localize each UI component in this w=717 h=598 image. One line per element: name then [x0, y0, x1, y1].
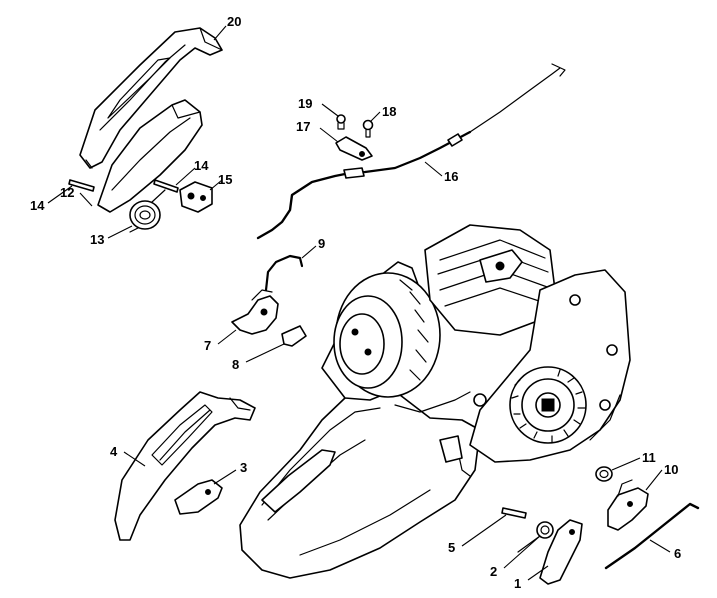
part-4-handle-molding [114, 391, 256, 541]
part-13-spring [129, 189, 166, 233]
callout-16: 16 [444, 169, 458, 184]
part-2-spring [517, 521, 554, 553]
part-16-throttle-cable [256, 63, 566, 240]
part-12-handle-shell [97, 99, 203, 213]
callout-6: 6 [674, 546, 681, 561]
callout-5: 5 [448, 540, 455, 555]
chainsaw-housing [239, 224, 631, 579]
callout-4: 4 [110, 444, 118, 459]
leader-lines [47, 25, 671, 581]
part-20-handle-cover [79, 27, 223, 169]
part-14-pin-right [153, 179, 179, 193]
part-9-wire-rod [264, 254, 304, 292]
part-8-clip [281, 325, 307, 347]
part-18-screw [362, 119, 374, 138]
callout-20: 20 [227, 14, 241, 29]
callout-12: 12 [60, 185, 74, 200]
callout-13: 13 [90, 232, 104, 247]
callout-17: 17 [296, 119, 310, 134]
callout-14-left: 14 [30, 198, 45, 213]
callout-19: 19 [298, 96, 312, 111]
part-7-trigger [231, 289, 279, 335]
part-15-latch [179, 181, 213, 213]
callout-14-right: 14 [194, 158, 209, 173]
part-6-rod [604, 502, 700, 570]
callout-9: 9 [318, 236, 325, 251]
callout-8: 8 [232, 357, 239, 372]
part-1-lever [539, 519, 583, 585]
part-19-screw [336, 114, 346, 130]
callout-2: 2 [490, 564, 497, 579]
callout-3: 3 [240, 460, 247, 475]
part-14-pin-left [68, 179, 95, 192]
callout-1: 1 [514, 576, 521, 591]
part-10-brake-lever [607, 479, 649, 531]
part-11-spring [595, 466, 613, 482]
callout-15: 15 [218, 172, 232, 187]
callout-10: 10 [664, 462, 678, 477]
part-3-latch-piece [174, 479, 223, 515]
callout-11: 11 [642, 450, 656, 465]
callout-labels: 20 14 12 13 14 15 19 18 17 16 9 7 8 4 3 … [30, 14, 681, 591]
part-17-bracket [335, 136, 373, 161]
callout-7: 7 [204, 338, 211, 353]
part-5-pin [501, 507, 527, 519]
callout-18: 18 [382, 104, 396, 119]
